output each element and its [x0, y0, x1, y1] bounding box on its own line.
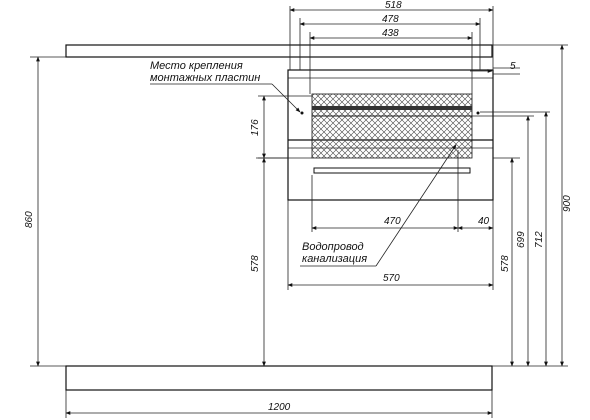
dimension-578-left: 578 — [250, 157, 288, 367]
svg-text:578: 578 — [500, 255, 511, 272]
svg-text:1200: 1200 — [268, 402, 291, 413]
svg-text:860: 860 — [24, 211, 35, 228]
water-note: Водопровод канализация — [300, 144, 457, 267]
svg-text:900: 900 — [562, 195, 573, 212]
floor-slab — [65, 365, 493, 391]
svg-text:470: 470 — [384, 216, 401, 227]
hatched-zone-upper — [311, 93, 473, 117]
svg-text:699: 699 — [516, 231, 527, 248]
dimension-900: 900 — [493, 44, 573, 367]
mounting-note: Место крепления монтажных пластин — [150, 60, 301, 113]
dimension-478: 478 — [299, 14, 481, 70]
dimension-5: 5 — [470, 61, 520, 75]
countertop-slab — [65, 44, 493, 58]
water-note-line2: канализация — [302, 253, 367, 265]
mount-point-right — [476, 111, 480, 115]
svg-text:5: 5 — [510, 61, 516, 72]
dimension-712: 712 — [480, 111, 550, 367]
svg-text:712: 712 — [534, 231, 545, 248]
dimension-1200: 1200 — [65, 390, 493, 418]
mount-point-left — [300, 111, 304, 115]
mounting-note-line2: монтажных пластин — [150, 72, 260, 84]
mounting-note-line1: Место крепления — [150, 60, 243, 72]
svg-text:40: 40 — [478, 216, 490, 227]
water-note-line1: Водопровод — [302, 241, 364, 253]
dimension-518: 518 — [289, 0, 494, 70]
dimension-578-right: 578 — [493, 157, 520, 367]
dimension-438: 438 — [309, 28, 473, 94]
svg-text:478: 478 — [382, 14, 399, 25]
dimension-470-40: 470 40 — [311, 150, 494, 232]
dimension-860: 860 — [24, 56, 66, 367]
dimension-570: 570 — [287, 200, 494, 290]
mounting-plate — [312, 106, 472, 110]
dimension-699: 699 — [472, 115, 534, 367]
svg-text:518: 518 — [385, 0, 402, 11]
svg-text:176: 176 — [250, 119, 261, 136]
svg-text:570: 570 — [383, 273, 400, 284]
svg-text:438: 438 — [382, 28, 399, 39]
hatched-zone-lower — [311, 115, 473, 159]
dimension-176: 176 — [250, 95, 312, 159]
svg-text:578: 578 — [250, 255, 261, 272]
drawer-handle — [313, 167, 471, 174]
